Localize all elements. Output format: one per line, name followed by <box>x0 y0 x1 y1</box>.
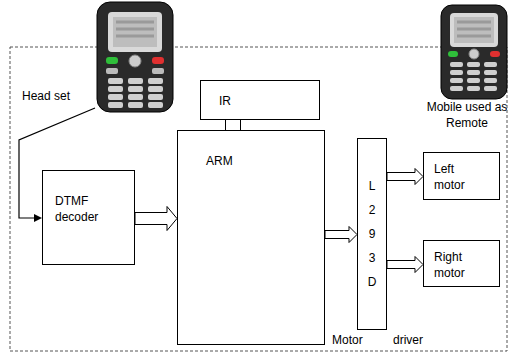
connector <box>325 227 357 243</box>
mobile-phone <box>441 5 507 99</box>
connector <box>135 207 177 231</box>
driver-label: Motor <box>332 333 363 349</box>
decoder-box: DTMF decoder <box>42 170 135 265</box>
mobile-phone <box>97 2 173 112</box>
connector <box>387 257 423 273</box>
remote-label: Mobile used as Remote <box>424 100 510 131</box>
node-text: Left motor <box>434 161 479 193</box>
driver-label: driver <box>393 333 423 349</box>
node-text: DTMF decoder <box>55 193 117 225</box>
sensor-box: IR <box>200 80 320 120</box>
connector <box>226 120 241 130</box>
arrow-head <box>34 214 42 222</box>
connector <box>387 169 423 185</box>
dashed-border <box>10 47 507 351</box>
node-text: IR <box>219 93 319 109</box>
controller-box: ARM <box>177 130 325 345</box>
node-text: ARM <box>206 153 324 169</box>
motor-box: Left motor <box>423 152 500 200</box>
node-text: L293D <box>366 174 378 294</box>
node-text: Right motor <box>434 249 479 281</box>
headset-label: Head set <box>22 89 70 105</box>
motor-box: Right motor <box>423 240 500 287</box>
driver-box: L293D <box>357 138 387 330</box>
